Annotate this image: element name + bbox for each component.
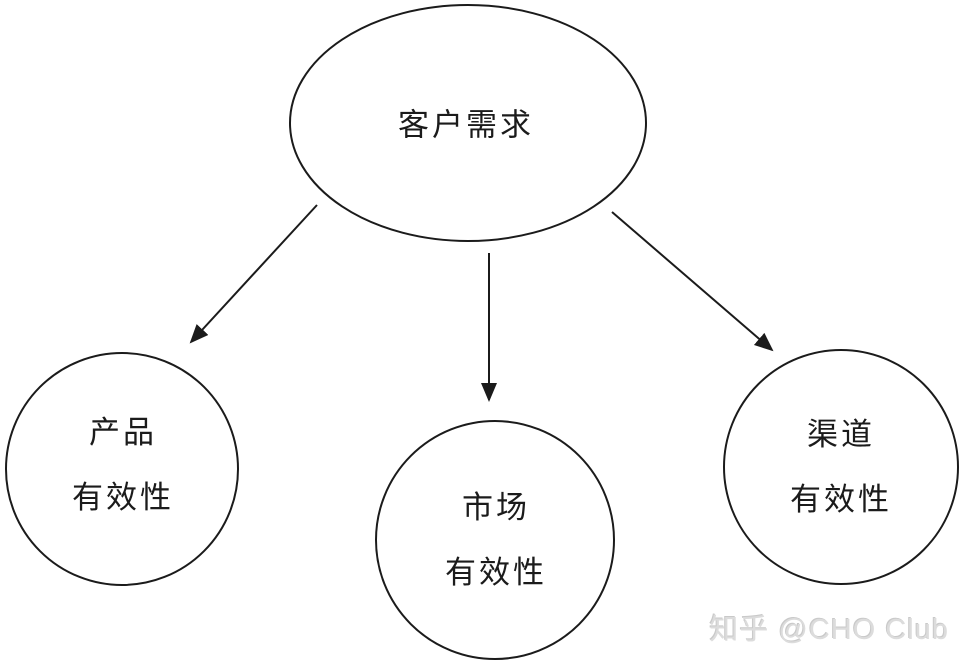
root-node-label: 客户需求 — [398, 110, 534, 141]
product-node-label: 产品 有效性 — [72, 417, 174, 513]
root-node-text: 客户需求 — [398, 107, 534, 143]
root-node-ellipse — [289, 4, 647, 242]
watermark-text: 知乎 @CHO Club — [709, 614, 949, 646]
product-node-text-line1: 产品 — [89, 415, 157, 450]
channel-node-label: 渠道 有效性 — [790, 419, 892, 515]
arrow-root-to-channel — [611, 211, 774, 352]
arrow-root-to-product — [189, 204, 318, 344]
product-node-circle — [5, 352, 239, 586]
market-node-circle — [375, 420, 615, 660]
market-node-text-line1: 市场 — [462, 490, 530, 525]
channel-node-circle — [723, 349, 959, 585]
market-node-text-line2: 有效性 — [445, 555, 547, 590]
product-node-text-line2: 有效性 — [72, 480, 174, 515]
market-node-label: 市场 有效性 — [445, 492, 547, 588]
channel-node-text-line1: 渠道 — [807, 417, 875, 452]
channel-node-text-line2: 有效性 — [790, 482, 892, 517]
